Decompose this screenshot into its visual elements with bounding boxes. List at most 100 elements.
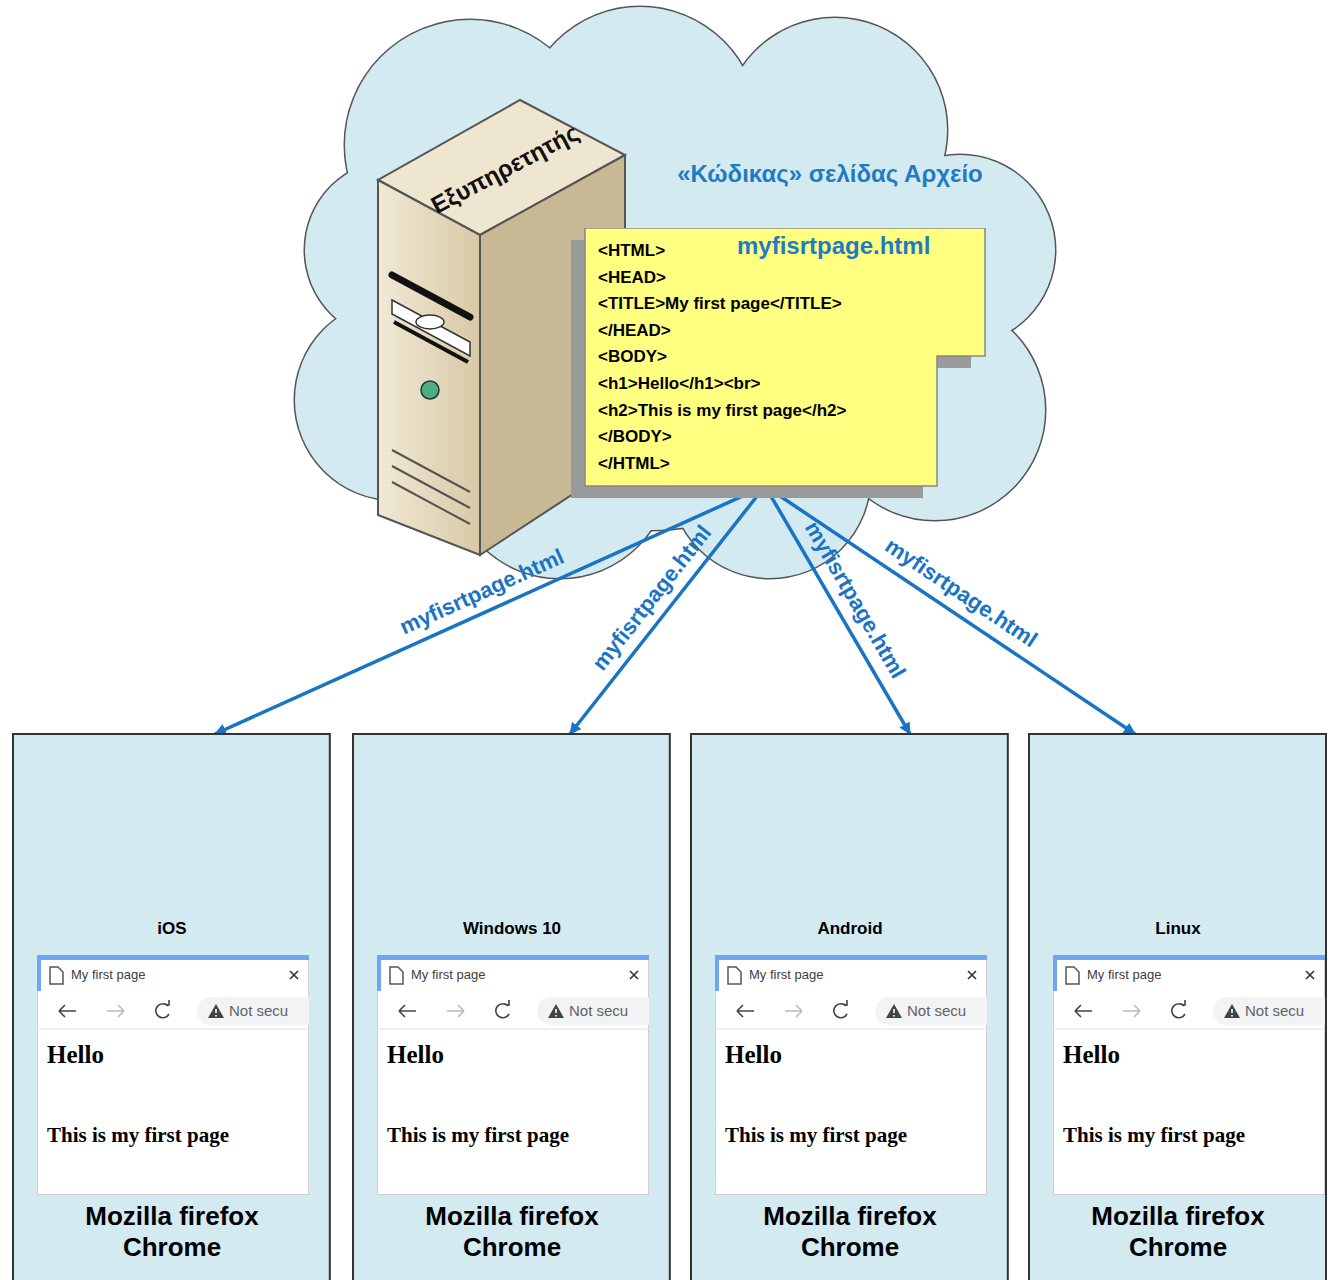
arrow-label: myfisrtpage.html xyxy=(880,533,1042,653)
address-warning: Not secu xyxy=(229,1002,288,1019)
address-warning: Not secu xyxy=(569,1002,628,1019)
browser-window xyxy=(893,1009,895,1017)
browser-window xyxy=(399,1005,416,1017)
file-name: myfisrtpage.html xyxy=(737,232,930,260)
tab-title: My first page xyxy=(71,967,145,982)
os-label: iOS xyxy=(12,919,332,939)
page-heading-1: Hello xyxy=(1063,1041,1120,1069)
browser-screenshot: My first pageNot secuHelloThis is my fir… xyxy=(715,955,987,1195)
file-node: «Κώδικας» σελίδας Αρχείοmyfisrtpage.html… xyxy=(565,228,990,500)
file-heading: «Κώδικας» σελίδας Αρχείο xyxy=(670,160,990,188)
browser-window xyxy=(37,955,309,960)
browser-window xyxy=(38,956,309,1195)
code-line: <HEAD> xyxy=(598,268,666,288)
browser-window xyxy=(886,1004,902,1018)
browser-window xyxy=(630,971,638,979)
code-line: </HTML> xyxy=(598,454,670,474)
page-heading-2: This is my first page xyxy=(47,1123,229,1148)
browser-window xyxy=(208,1004,224,1018)
server-tower xyxy=(392,466,470,508)
browser-window xyxy=(737,1005,754,1017)
browser-window xyxy=(37,955,309,1195)
address-warning: Not secu xyxy=(1245,1002,1304,1019)
tab-title: My first page xyxy=(749,967,823,982)
browser-window xyxy=(164,1000,169,1005)
client-device-box: AndroidMozilla firefox ChromeMy first pa… xyxy=(690,733,1010,1280)
browser-window xyxy=(504,1000,509,1005)
device-panel xyxy=(1029,734,1326,1280)
file-sheet xyxy=(585,228,985,486)
browser-window xyxy=(197,997,309,1025)
browser-window xyxy=(377,955,381,991)
file-transfer-arrow xyxy=(570,486,765,734)
browser-window xyxy=(555,1009,557,1017)
page-heading-1: Hello xyxy=(387,1041,444,1069)
browser-window xyxy=(496,1004,509,1018)
page-heading-1: Hello xyxy=(725,1041,782,1069)
browser-window xyxy=(377,955,649,1195)
code-line: <h1>Hello</h1><br> xyxy=(598,374,761,394)
browser-window xyxy=(1053,1029,1325,1030)
browser-screenshot: My first pageNot secuHelloThis is my fir… xyxy=(377,955,649,1195)
page-heading-1: Hello xyxy=(47,1041,104,1069)
code-line: <TITLE>My first page</TITLE> xyxy=(598,294,842,314)
browser-window xyxy=(1224,1004,1240,1018)
browser-screenshot: My first pageNot secuHelloThis is my fir… xyxy=(37,955,309,1195)
page-heading-2: This is my first page xyxy=(1063,1123,1245,1148)
browser-window xyxy=(1053,955,1325,960)
browser-window xyxy=(390,967,403,984)
code-line: <BODY> xyxy=(598,347,667,367)
browser-window xyxy=(715,955,987,1195)
page-heading-2: This is my first page xyxy=(725,1123,907,1148)
browser-window xyxy=(59,1005,76,1017)
page-heading-2: This is my first page xyxy=(387,1123,569,1148)
browser-window xyxy=(37,955,41,991)
browser-window xyxy=(378,956,649,1195)
arrow-label: myfisrtpage.html xyxy=(396,543,568,640)
browser-window xyxy=(834,1004,847,1018)
browser-window xyxy=(1075,1005,1092,1017)
os-label: Windows 10 xyxy=(352,919,672,939)
tab-title: My first page xyxy=(1087,967,1161,982)
client-device-box: Windows 10Mozilla firefox ChromeMy first… xyxy=(352,733,672,1280)
server-tower xyxy=(416,315,444,329)
browser-window xyxy=(1180,1000,1185,1005)
server-tower xyxy=(392,450,470,492)
browser-window xyxy=(215,1009,217,1017)
browser-screenshot: My first pageNot secuHelloThis is my fir… xyxy=(1053,955,1325,1195)
browser-window xyxy=(447,1005,464,1017)
browser-names: Mozilla firefox Chrome xyxy=(52,1201,292,1263)
browser-window xyxy=(537,997,649,1025)
browser-window xyxy=(1213,997,1325,1025)
browser-window xyxy=(842,1000,847,1005)
browser-names: Mozilla firefox Chrome xyxy=(1058,1201,1298,1263)
browser-window xyxy=(715,1029,987,1030)
browser-window xyxy=(1053,955,1057,991)
browser-window xyxy=(1123,1005,1140,1017)
browser-window xyxy=(1231,1009,1233,1017)
browser-window xyxy=(1306,971,1314,979)
code-line: </HEAD> xyxy=(598,321,671,341)
client-device-box: LinuxMozilla firefox ChromeMy first page… xyxy=(1028,733,1328,1280)
browser-window xyxy=(37,1029,309,1030)
code-line: <h2>This is my first page</h2> xyxy=(598,401,847,421)
browser-window xyxy=(715,955,987,960)
browser-window xyxy=(1066,967,1079,984)
browser-names: Mozilla firefox Chrome xyxy=(392,1201,632,1263)
browser-window xyxy=(107,1005,124,1017)
browser-window xyxy=(290,971,298,979)
browser-window xyxy=(377,955,649,960)
browser-window xyxy=(1172,1004,1185,1018)
device-panel xyxy=(691,734,1008,1280)
os-label: Linux xyxy=(1028,919,1328,939)
cloud-fill xyxy=(295,7,1055,578)
browser-window xyxy=(728,967,741,984)
browser-window xyxy=(156,1004,169,1018)
os-label: Android xyxy=(690,919,1010,939)
file-transfer-arrow xyxy=(765,486,910,734)
tab-title: My first page xyxy=(411,967,485,982)
address-warning: Not secu xyxy=(907,1002,966,1019)
cloud-outline xyxy=(295,7,1055,578)
browser-window xyxy=(716,956,987,1195)
